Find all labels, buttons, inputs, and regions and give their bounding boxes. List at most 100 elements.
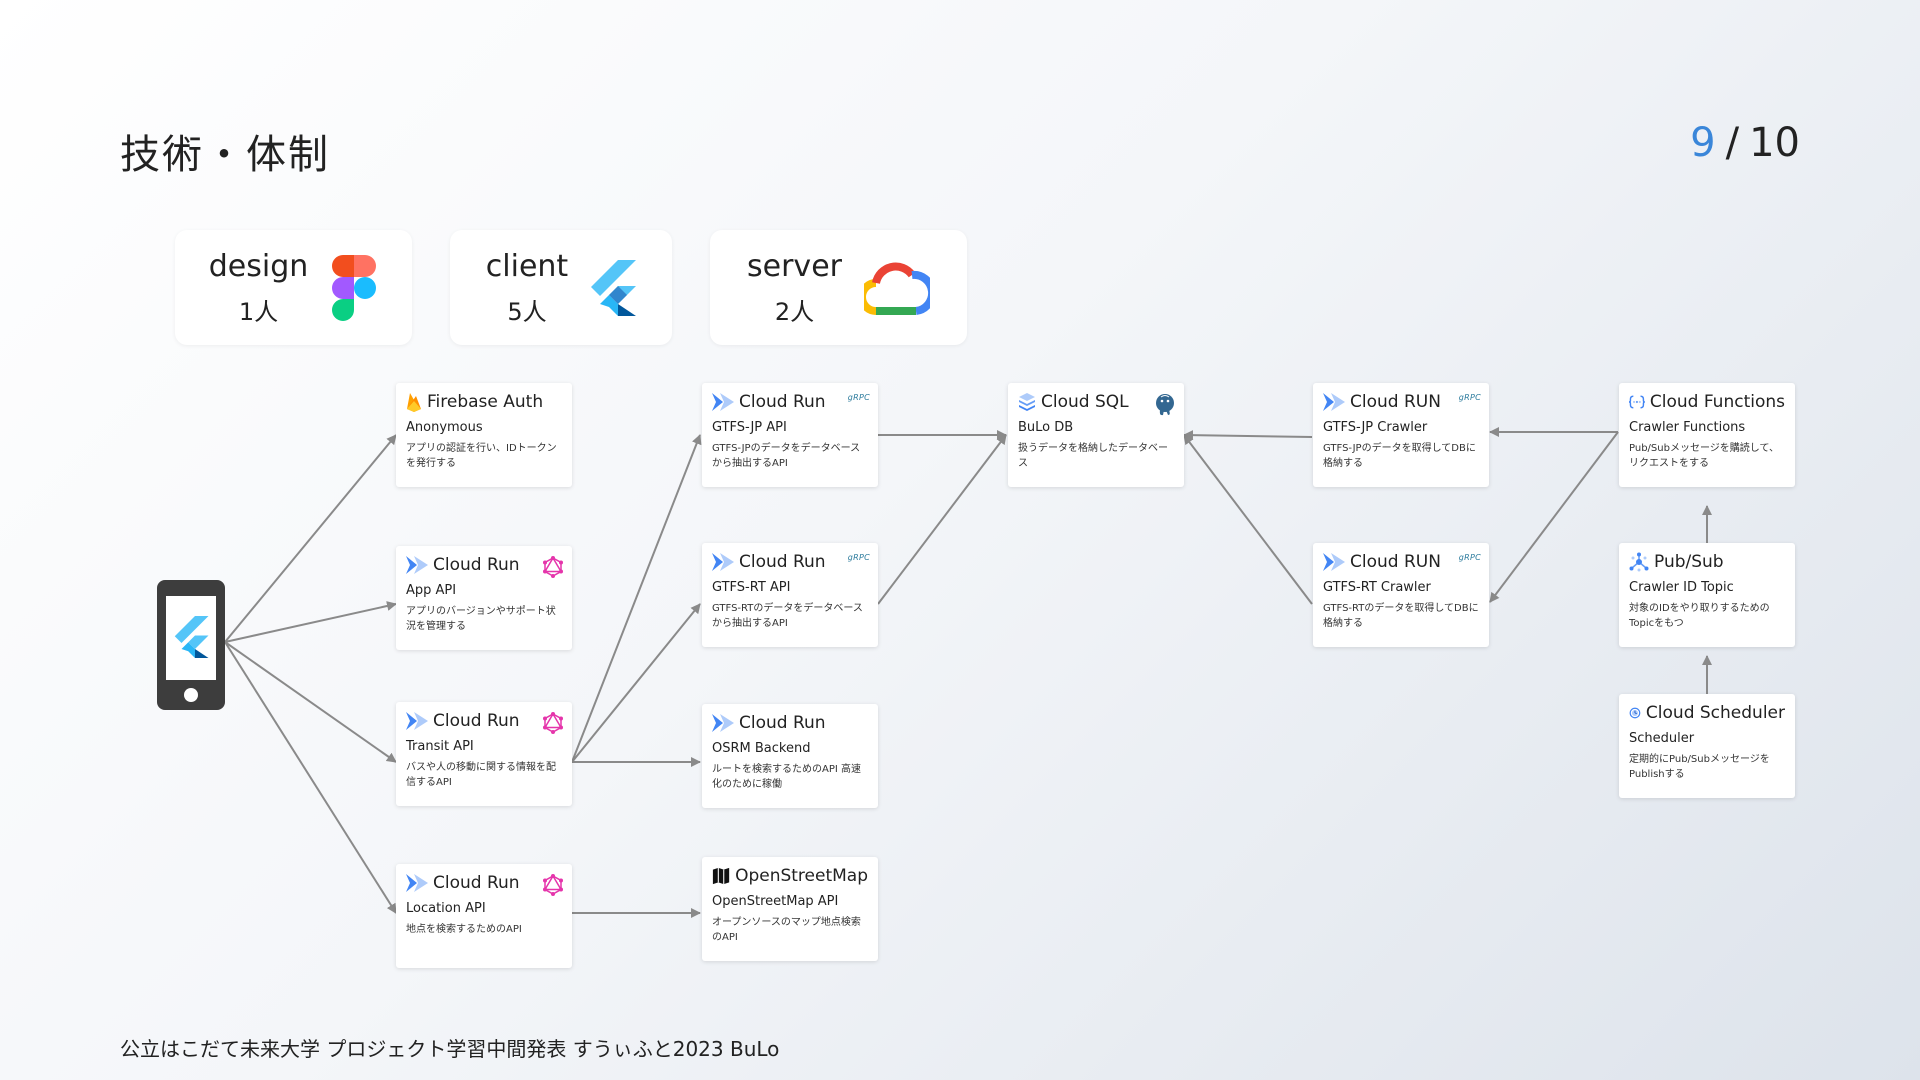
node-description: アプリの認証を行い、IDトークンを発行する (406, 443, 557, 469)
cloud-run-icon (712, 393, 734, 411)
node-firebase-auth: Firebase Auth Anonymous アプリの認証を行い、IDトークン… (396, 383, 572, 487)
pubsub-icon (1629, 552, 1649, 572)
map-icon (712, 867, 730, 885)
cloud-scheduler-icon (1629, 707, 1641, 719)
node-title: Cloud Run (739, 392, 826, 412)
node-subtitle: App API (406, 583, 457, 598)
arrow-functions-rtcrawler (1489, 431, 1619, 603)
team-count: 1人 (238, 297, 279, 326)
node-description: バスや人の移動に関する情報を配信するAPI (406, 762, 556, 788)
node-description: オープンソースのマップ地点検索のAPI (712, 917, 861, 943)
node-subtitle: Crawler Functions (1629, 420, 1746, 435)
node-description: 扱うデータを格納したデータベース (1018, 443, 1168, 469)
firebase-icon (407, 393, 421, 412)
node-description: GTFS-JPのデータをデータベースから抽出するAPI (712, 443, 861, 469)
node-description: アプリのバージョンやサポート状況を管理する (406, 606, 556, 632)
node-title: Firebase Auth (427, 392, 544, 412)
arrow-phone-location (224, 641, 397, 914)
node-gtfs-jp-crawler: Cloud RUN GTFS-JP Crawler GTFS-JPのデータを取得… (1313, 383, 1489, 487)
cloud-run-icon (406, 556, 428, 574)
node-gtfs-jp-api: Cloud Run GTFS-JP API GTFS-JPのデータをデータベース… (702, 383, 878, 487)
node-description: ルートを検索するためのAPI 高速化のために稼働 (712, 764, 861, 790)
cloud-run-icon (1323, 553, 1345, 571)
node-subtitle: Scheduler (1629, 731, 1695, 746)
node-subtitle: Transit API (406, 739, 474, 754)
node-title: Cloud Run (433, 873, 520, 893)
node-title: Cloud RUN (1350, 552, 1441, 572)
arrow-transit-rt (571, 603, 701, 763)
arrow-jpcrawler-sql (1183, 430, 1313, 441)
node-subtitle: Location API (406, 901, 486, 916)
node-title: Pub/Sub (1654, 552, 1724, 572)
node-title: Cloud Run (739, 713, 826, 733)
node-subtitle: GTFS-RT API (712, 580, 791, 595)
grpc-badge: gRPC (847, 393, 870, 402)
node-description: GTFS-RTのデータを取得してDBに格納する (1323, 603, 1479, 629)
node-description: GTFS-RTのデータをデータベースから抽出するAPI (712, 603, 863, 629)
smartphone-icon (157, 580, 225, 710)
node-title: Cloud Scheduler (1645, 703, 1785, 723)
node-description: Pub/Subメッセージを購読して、リクエストをする (1629, 443, 1779, 469)
node-osrm-backend: Cloud Run OSRM Backend ルートを検索するためのAPI 高速… (702, 704, 878, 808)
node-title: Cloud Run (433, 711, 520, 731)
page-current: 9 (1690, 120, 1716, 166)
page-title: 技術・体制 (120, 132, 330, 178)
cloud-sql-icon (1019, 393, 1035, 411)
page-total: 10 (1749, 120, 1800, 166)
cloud-functions-icon (1629, 395, 1645, 409)
postgresql-icon (1156, 394, 1174, 416)
team-client: client 5人 (450, 230, 672, 345)
cloud-run-icon (406, 712, 428, 730)
grpc-badge: gRPC (1458, 393, 1481, 402)
node-subtitle: OSRM Backend (712, 741, 811, 756)
node-description: 対象のIDをやり取りするためのTopicをもつ (1629, 603, 1770, 629)
graphql-icon (543, 556, 563, 578)
node-subtitle: Crawler ID Topic (1629, 580, 1734, 595)
node-app-api: Cloud Run App API アプリのバージョンやサポート状況を管理する (396, 546, 572, 650)
cloud-run-icon (406, 874, 428, 892)
team-design: design 1人 (175, 230, 412, 345)
team-server: server 2人 (710, 230, 967, 345)
node-description: 地点を検索するためのAPI (406, 924, 522, 935)
arrow-rtcrawler-sql (1183, 434, 1313, 605)
node-subtitle: Anonymous (406, 420, 483, 435)
node-subtitle: GTFS-JP Crawler (1323, 420, 1428, 435)
cloud-run-icon (712, 553, 734, 571)
node-title: Cloud SQL (1041, 392, 1129, 412)
team-role: client (485, 248, 569, 284)
arrow-transit-jp (571, 434, 702, 763)
node-title: Cloud RUN (1350, 392, 1441, 412)
cloud-run-icon (1323, 393, 1345, 411)
node-subtitle: GTFS-RT Crawler (1323, 580, 1431, 595)
google-cloud-icon (863, 262, 930, 315)
grpc-badge: gRPC (847, 553, 870, 562)
node-cloud-functions: Cloud Functions Crawler Functions Pub/Su… (1619, 383, 1795, 487)
page-indicator: 9/10 (1690, 120, 1800, 166)
node-gtfs-rt-api: Cloud Run GTFS-RT API GTFS-RTのデータをデータベース… (702, 543, 878, 647)
node-pubsub: Pub/Sub Crawler ID Topic 対象のIDをやり取りするための… (1619, 543, 1795, 647)
node-subtitle: GTFS-JP API (712, 420, 787, 435)
node-openstreetmap: OpenStreetMap OpenStreetMap API オープンソースの… (702, 857, 878, 961)
node-cloud-scheduler: Cloud Scheduler Scheduler 定期的にPub/Subメッセ… (1619, 694, 1795, 798)
footer-text: 公立はこだて未来大学 プロジェクト学習中間発表 すうぃふと2023 BuLo (120, 1037, 780, 1061)
node-title: OpenStreetMap (735, 866, 868, 886)
arrow-rt-sql (877, 434, 1007, 605)
graphql-icon (543, 712, 563, 734)
page-separator: / (1725, 120, 1740, 166)
node-description: GTFS-JPのデータを取得してDBに格納する (1323, 443, 1476, 469)
team-count: 5人 (507, 297, 547, 326)
node-location-api: Cloud Run Location API 地点を検索するためのAPI (396, 864, 572, 968)
node-title: Cloud Functions (1649, 392, 1785, 412)
node-description: 定期的にPub/SubメッセージをPublishする (1629, 754, 1770, 780)
node-subtitle: OpenStreetMap API (712, 894, 839, 909)
node-cloud-sql: Cloud SQL BuLo DB 扱うデータを格納したデータベース (1008, 383, 1184, 487)
node-title: Cloud Run (739, 552, 826, 572)
arrow-phone-transit (224, 641, 397, 763)
node-gtfs-rt-crawler: Cloud RUN GTFS-RT Crawler GTFS-RTのデータを取得… (1313, 543, 1489, 647)
team-role: server (747, 248, 842, 284)
flutter-icon (591, 259, 637, 316)
flutter-icon (174, 616, 209, 658)
grpc-badge: gRPC (1458, 553, 1481, 562)
arrow-phone-auth (224, 434, 397, 643)
